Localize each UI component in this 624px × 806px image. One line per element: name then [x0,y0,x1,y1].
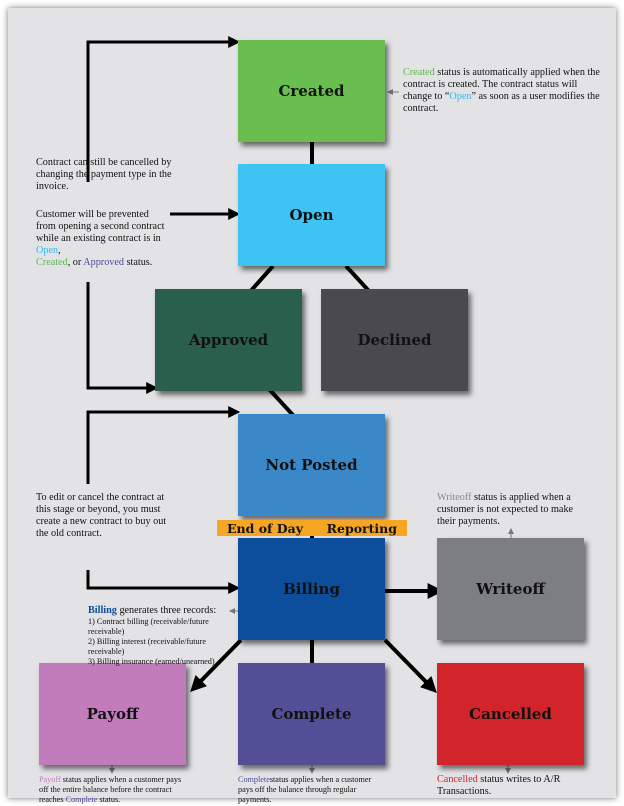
note-payoff-end: status. [97,795,121,804]
note-payoff: Payoff status applies when a customer pa… [39,775,189,805]
arrow-billing-cancelled [383,638,437,694]
state-cancelled-label: Cancelled [469,705,552,723]
state-not-posted-label: Not Posted [265,456,358,474]
state-billing: Billing [238,538,385,640]
note-cancelled-text: status writes to A/R Transactions. [437,774,561,797]
kw-cancelled: Cancelled [437,774,478,785]
banner-end-of-day: End of Day [227,520,303,536]
state-open-label: Open [289,206,334,224]
note-writeoff: Writeoff status is applied when a custom… [437,492,587,528]
note-complete: Completestatus applies when a customer p… [238,775,388,805]
kw-payoff-complete: Complete [65,795,98,804]
bracket-to-approved [86,282,159,394]
banner-reporting: Reporting [326,520,397,536]
state-cancelled: Cancelled [437,663,584,765]
note-prevent-second: Customer will be prevented from opening … [36,209,171,269]
bracket-to-notposted [86,406,241,484]
state-payoff: Payoff [39,663,186,765]
note-billing: Billing generates three records: 1) Cont… [88,605,238,667]
arrow-billing-payoff [190,638,243,693]
note-prevent-comma: , [58,245,61,256]
state-created-label: Created [278,82,345,100]
state-declined-label: Declined [357,331,432,349]
state-complete: Complete [238,663,385,765]
state-created: Created [238,40,385,142]
bracket-to-billing [86,570,241,594]
note-complete-text: status applies when a customer pays off … [238,775,372,804]
note-created: Created status is automatically applied … [403,67,603,115]
kw-complete: Complete [238,775,270,784]
note-edit-cancel: To edit or cancel the contract at this s… [36,492,167,539]
state-open: Open [238,164,385,266]
note-cancelled: Cancelled status writes to A/R Transacti… [437,774,587,798]
kw-payoff: Payoff [39,775,61,784]
note-created-text-2: ” as soon as a user modifies the contrac… [403,91,600,114]
kw-prevent-created: Created [36,257,68,268]
note-created-text-1: status is automatically applied when the… [403,67,600,102]
note-cancel-payment: Contract can still be cancelled by chang… [36,157,172,192]
note-billing-text: generates three records: [116,605,217,616]
state-not-posted: Not Posted [238,414,385,516]
note-prevent-status: status. [124,257,153,268]
state-billing-label: Billing [283,580,340,598]
kw-writeoff: Writeoff [437,492,472,503]
state-writeoff: Writeoff [437,538,584,640]
kw-billing: Billing [88,605,117,616]
state-approved: Approved [155,289,302,391]
note-prevent-or: , or [67,257,84,268]
kw-prevent-approved: Approved [83,257,125,268]
state-payoff-label: Payoff [86,705,139,723]
end-of-day-banner: End of Day Reporting [217,520,407,536]
note-payoff-text: status applies when a customer pays off … [39,775,182,804]
billing-record-1: 1) Contract billing (receivable/future r… [88,617,209,636]
billing-record-3: 3) Billing insurance (earned/unearned) [88,657,215,666]
kw-created: Created [403,67,435,78]
connector-layer [86,36,514,774]
note-writeoff-text: status is applied when a customer is not… [437,492,574,527]
kw-prevent-open: Open [36,245,59,256]
kw-open: Open [449,91,472,102]
state-writeoff-label: Writeoff [476,580,545,598]
diagram-canvas: Created Open Approved Declined Not Poste… [8,8,616,804]
state-complete-label: Complete [271,705,352,723]
billing-record-2: 2) Billing interest (receivable/future r… [88,637,206,656]
note-prevent-text: Customer will be prevented from opening … [36,209,165,244]
state-approved-label: Approved [188,331,269,349]
bracket-to-created [86,36,241,182]
state-declined: Declined [321,289,468,391]
